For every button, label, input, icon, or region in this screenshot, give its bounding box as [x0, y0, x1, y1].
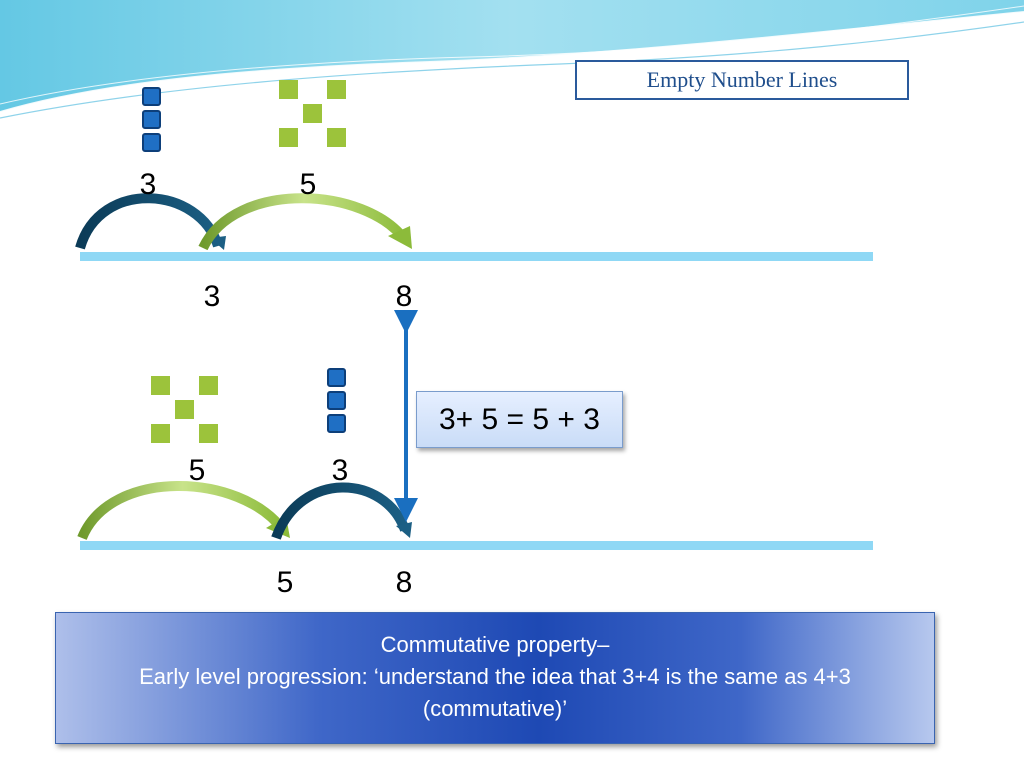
jump-arc-green-bottom	[77, 481, 288, 541]
line-label-bottom-1: 5	[276, 566, 294, 599]
counter-label-top-1: 3	[139, 168, 157, 201]
jump-arc-blue-top	[75, 193, 223, 250]
line-label-bottom-2: 8	[395, 566, 413, 599]
jump-arc-green-top	[198, 193, 410, 251]
note-line-3: (commutative)’	[422, 696, 568, 721]
green-counters-five-top	[279, 80, 346, 147]
blue-counters-three-bottom	[327, 368, 346, 433]
counter-label-top-2: 5	[299, 168, 317, 201]
slide-title: Empty Number Lines	[575, 60, 909, 100]
counter-label-bottom-2: 3	[331, 454, 349, 487]
line-label-top-2: 8	[395, 280, 413, 313]
commutative-note-box: Commutative property– Early level progre…	[55, 612, 935, 744]
note-line-1: Commutative property–	[380, 632, 610, 657]
counter-label-bottom-1: 5	[188, 454, 206, 487]
blue-counters-three-top	[142, 87, 161, 152]
green-counters-five-bottom	[151, 376, 218, 443]
equation-box: 3+ 5 = 5 + 3	[416, 391, 623, 448]
number-line-top	[80, 252, 873, 261]
line-label-top-1: 3	[203, 280, 221, 313]
number-line-bottom	[80, 541, 873, 550]
jump-arc-blue-bottom	[271, 482, 410, 540]
note-line-2: Early level progression: ‘understand the…	[139, 664, 851, 689]
